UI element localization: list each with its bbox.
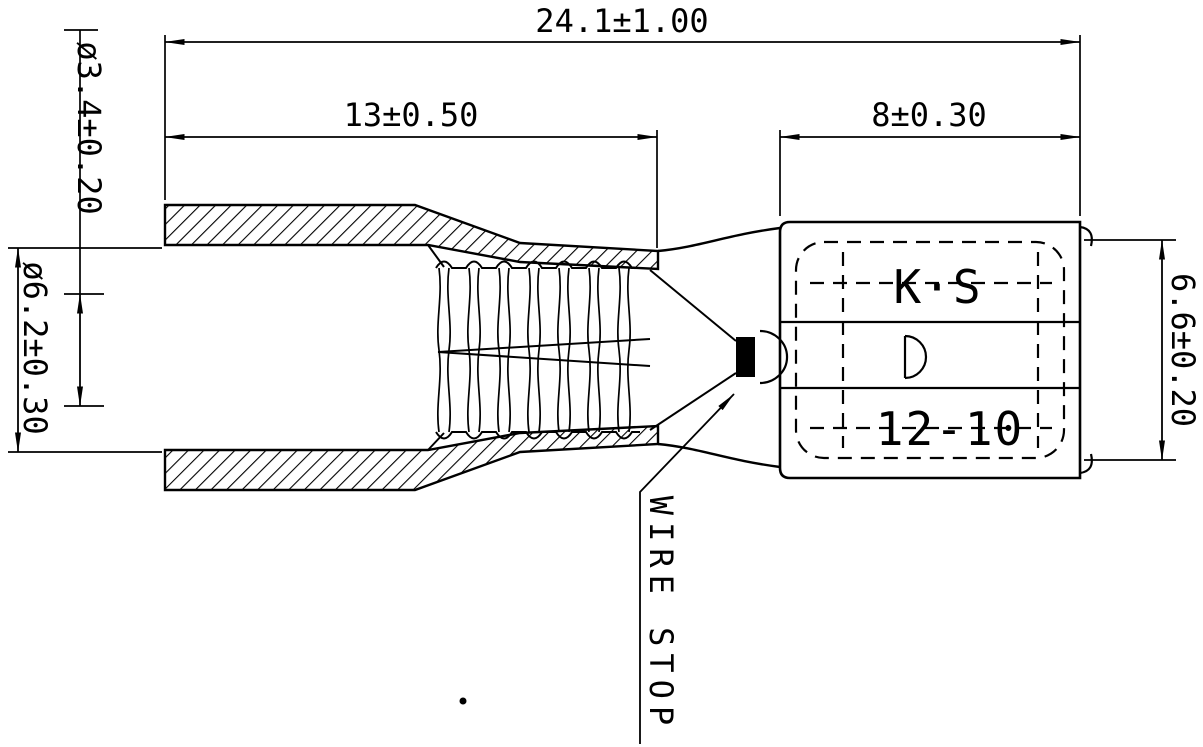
receptacle-outline: [778, 220, 1082, 480]
crimp-seam-split: [437, 338, 651, 367]
receptacle-seam-lines: [780, 320, 1080, 390]
dimension-lines: [15, 39, 1165, 461]
label-receptacle-length: 8±0.30: [871, 96, 987, 134]
marking-wire-gauge: 12-10: [876, 402, 1024, 456]
hidden-contour-dashed: [794, 240, 1066, 460]
contact-dimple: [903, 334, 928, 380]
hidden-lines-dashed: [810, 252, 1052, 448]
neck-bottom-curve: [657, 442, 781, 469]
sleeve-bottom-wall: [163, 424, 660, 492]
serration-bottom-edge: [435, 431, 640, 440]
label-insulation-length: 13±0.50: [344, 96, 479, 134]
neck-top-curve: [657, 226, 781, 253]
label-bore-diameter: ø6.2±0.30: [16, 261, 54, 434]
throat-bottom-line: [649, 372, 737, 431]
marking-brand: K·S: [893, 260, 982, 314]
sleeve-top-wall: [163, 203, 660, 271]
crimp-serrations: [427, 244, 651, 451]
funnel-entry-lines: [427, 244, 445, 451]
label-wire-stop: WIRE STOP: [642, 496, 680, 732]
stray-mark: [459, 697, 467, 705]
transition-neck: [649, 226, 781, 469]
ext-bore-dia: [8, 247, 162, 453]
serration-top-edge: [435, 260, 640, 269]
label-overall-length: 24.1±1.00: [535, 2, 708, 40]
insulation-sleeve-section: [163, 203, 660, 492]
throat-top-line: [649, 269, 737, 342]
ext-inner-dia-ticks: [64, 29, 104, 407]
label-receptacle-height: 6.6±0.20: [1164, 273, 1202, 427]
wire-stop-block: [736, 337, 755, 377]
receptacle-corner-hooks: [1079, 225, 1093, 475]
wire-stop-dimple-arc: [759, 329, 789, 385]
wire-stop-leader-line: [639, 393, 735, 744]
wire-stop-feature: [736, 329, 789, 385]
label-inner-diameter: ø3.4±0.20: [70, 41, 108, 214]
extension-lines: [8, 29, 1176, 461]
receptacle-body: [778, 220, 1093, 480]
